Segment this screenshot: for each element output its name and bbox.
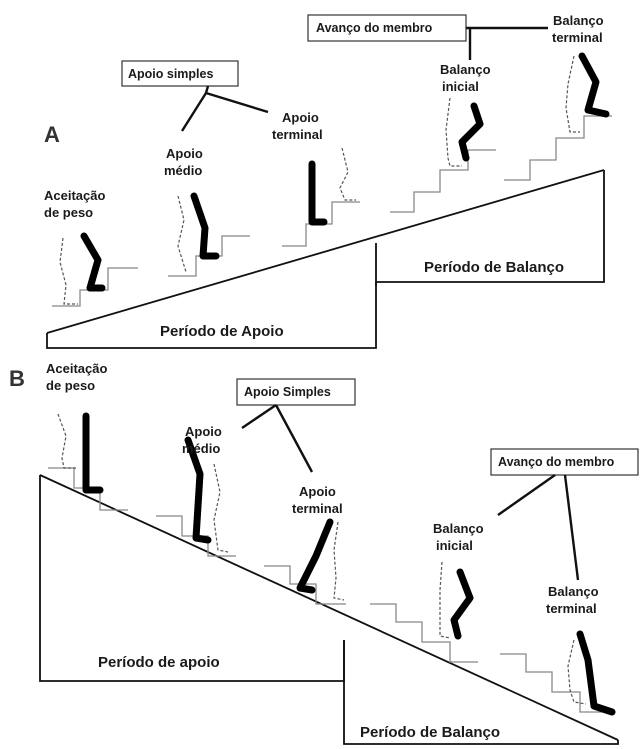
panel-a-balanco-bracket [375, 170, 605, 286]
panel-a-leg-4 [458, 102, 484, 162]
panel-b-leg-2 [184, 436, 212, 544]
panel-a-stage-aceitacao: Aceitação de peso [44, 188, 138, 307]
panel-a-terminal-b-line2: terminal [552, 30, 603, 45]
panel-b-letter: B [9, 366, 25, 391]
panel-b-pointer-terminal-b [563, 474, 580, 581]
panel-a-period-apoio: Período de Apoio [160, 323, 284, 340]
panel-b-terminal-line2: terminal [292, 501, 343, 516]
panel-a-stage-apoio-medio: Apoio médio [164, 146, 250, 277]
panel-b-apoio-simples-box [236, 378, 356, 406]
panel-b-stage-aceitacao: Aceitação de peso [46, 361, 128, 511]
panel-b-period-balanco: Período de Balanço [360, 724, 500, 741]
panel-a-apoio-simples-label: Apoio simples [128, 67, 213, 81]
panel-a-apoio-bracket [46, 243, 377, 349]
panel-b-medio-line2: médio [182, 441, 220, 456]
panel-a-leg-3 [308, 160, 328, 226]
panel-a-terminal-line1: Apoio [282, 110, 319, 125]
panel-a-inicial-line2: inicial [442, 79, 479, 94]
panel-a-medio-line1: Apoio [166, 146, 203, 161]
panel-a-letter: A [44, 122, 60, 147]
panel-b-balanco-bracket [343, 640, 619, 745]
panel-a-avanco-box [307, 14, 467, 42]
panel-b-terminal-line1: Apoio [299, 484, 336, 499]
panel-a-terminal-b-line1: Balanço [553, 13, 604, 28]
panel-a-pointer-terminal [205, 91, 269, 114]
panel-b-terminal-b-line2: terminal [546, 601, 597, 616]
panel-a-leg-2 [190, 192, 220, 260]
panel-b-pointer-inicial [497, 474, 556, 516]
panel-b-terminal-b-line1: Balanço [548, 584, 599, 599]
panel-a-medio-line2: médio [164, 163, 202, 178]
panel-a-aceitacao-line1: Aceitação [44, 188, 105, 203]
panel-b-avanco-box [490, 448, 639, 476]
panel-b-leg-4 [450, 568, 474, 640]
panel-b-baseline [39, 474, 619, 741]
panel-b-inicial-line1: Balanço [433, 521, 484, 536]
panel-a-period-balanco: Período de Balanço [424, 259, 564, 276]
panel-a-terminal-line2: terminal [272, 127, 323, 142]
panel-a-leg-5 [578, 52, 610, 118]
panel-b-stage-balanco-inicial: Balanço inicial [370, 521, 484, 663]
panel-b-leg-3 [296, 518, 334, 594]
panel-b-stage-balanco-terminal: Balanço terminal [500, 584, 616, 716]
panel-a: A Período de Apoio Período de Balanço Ac… [44, 13, 612, 349]
panel-b-inicial-line2: inicial [436, 538, 473, 553]
panel-a-avanco-label: Avanço do membro [316, 21, 433, 35]
panel-b-aceitacao-line2: de peso [46, 378, 95, 393]
panel-a-leg-1 [80, 232, 106, 292]
panel-b-apoio-simples-label: Apoio Simples [244, 385, 331, 399]
panel-b-stage-apoio-terminal: Apoio terminal [264, 484, 346, 605]
panel-a-apoio-simples-box [121, 60, 239, 87]
panel-b-leg-1 [82, 412, 104, 494]
panel-b-stage-apoio-medio: Apoio médio [156, 424, 236, 557]
panel-b-leg-5 [576, 630, 616, 716]
panel-b-medio-line1: Apoio [185, 424, 222, 439]
panel-a-stage-apoio-terminal: Apoio terminal [272, 110, 360, 247]
panel-b-avanco-label: Avanço do membro [498, 455, 615, 469]
panel-b-aceitacao-line1: Aceitação [46, 361, 107, 376]
panel-a-baseline [46, 169, 605, 334]
panel-a-pointer-medio [180, 92, 208, 132]
panel-b-pointer-terminal [274, 404, 314, 473]
panel-a-inicial-line1: Balanço [440, 62, 491, 77]
panel-b-period-apoio: Período de apoio [98, 654, 220, 671]
panel-a-stage-balanco-inicial: Balanço inicial [390, 62, 496, 213]
panel-a-stage-balanco-terminal: Balanço terminal [504, 13, 612, 181]
panel-a-aceitacao-line2: de peso [44, 205, 93, 220]
panel-b: B Período de apoio Período de Balanço Ac… [9, 361, 639, 745]
panel-b-pointer-medio [241, 404, 277, 429]
